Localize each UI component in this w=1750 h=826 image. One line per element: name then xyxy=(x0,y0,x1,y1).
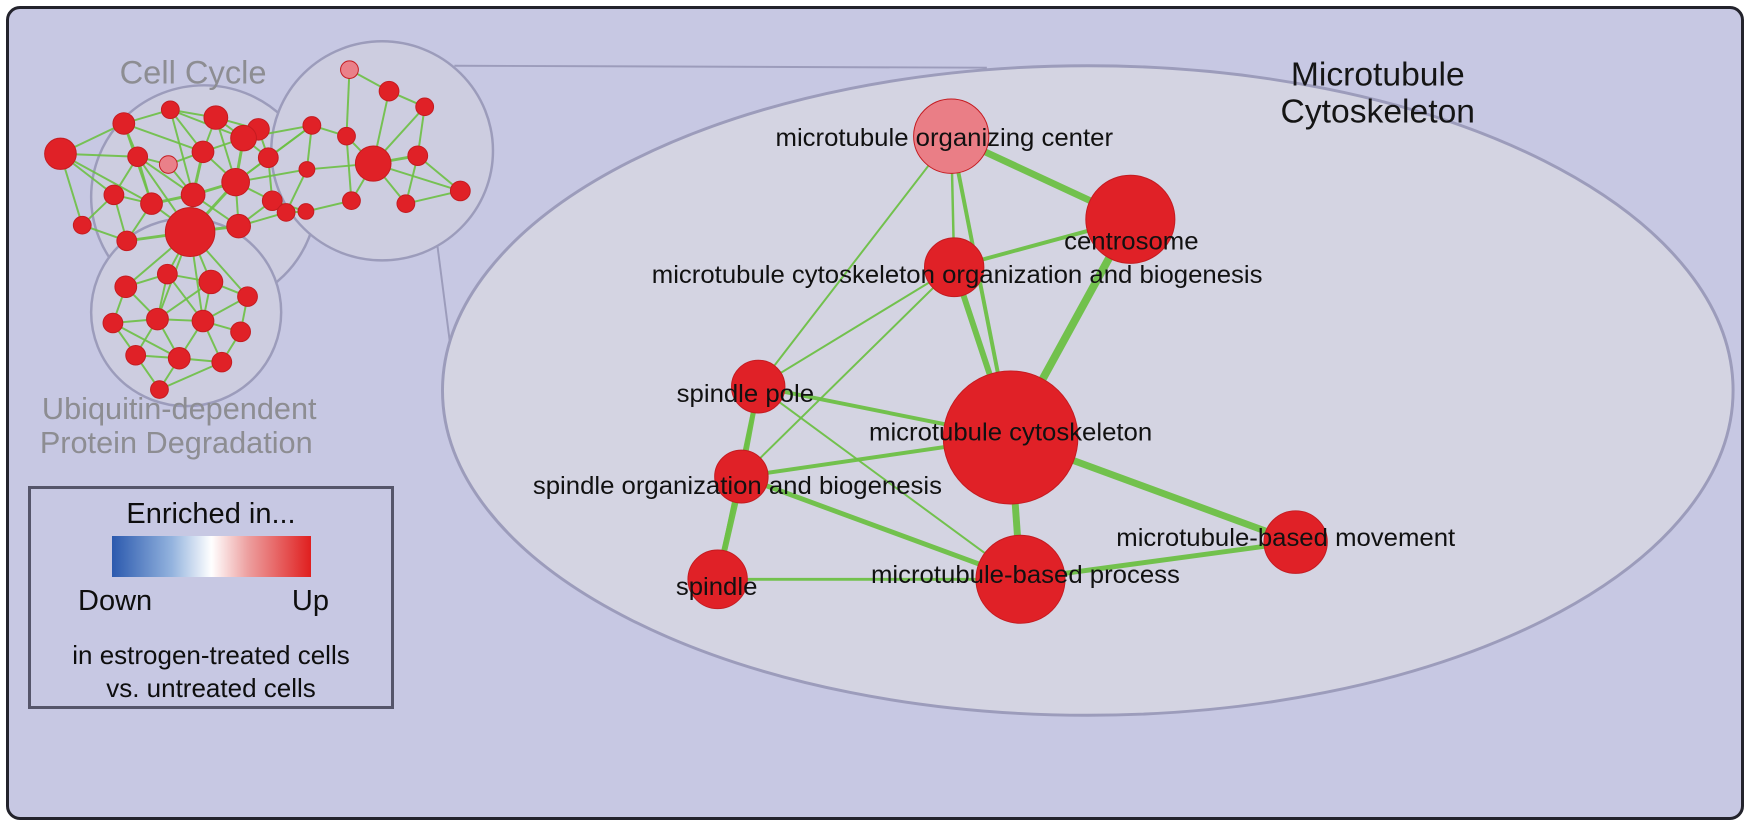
edge-spindle-organization-and-biogenesis--microtubule-based-process xyxy=(740,474,1022,582)
overview-edge xyxy=(112,322,180,360)
legend-caption: in estrogen-treated cells vs. untreated … xyxy=(31,639,391,705)
legend: Enriched in... Down Up in estrogen-treat… xyxy=(28,486,394,709)
node-label-microtubule-based-movement: microtubule-based movement xyxy=(1116,524,1455,552)
legend-caption-line2: vs. untreated cells xyxy=(106,673,316,703)
network-svg: microtubule organizing center centrosome m… xyxy=(40,40,1735,717)
edge-microtubule-cytoskeleton-organization-and-biogenesis--spindle-pole xyxy=(757,266,955,388)
legend-caption-line1: in estrogen-treated cells xyxy=(72,640,350,670)
legend-title: Enriched in... xyxy=(126,498,296,530)
node-label-microtubule-organizing-center: microtubule organizing center xyxy=(776,124,1114,152)
node-label-spindle-pole: spindle pole xyxy=(677,380,814,408)
node-label-centrosome: centrosome xyxy=(1064,228,1198,256)
overview-node xyxy=(180,182,206,208)
overview-node xyxy=(257,147,279,168)
overview-node xyxy=(203,105,229,130)
edge-microtubule-cytoskeleton-organization-and-biogenesis--spindle-organization-and-biogenesis xyxy=(740,266,955,478)
overview-node xyxy=(112,112,136,135)
overview-node xyxy=(337,126,356,146)
node-label-microtubule-based-process: microtubule-based process xyxy=(871,561,1180,589)
overview-edge xyxy=(123,122,204,153)
overview-node xyxy=(415,97,435,117)
overview-node xyxy=(230,321,251,343)
edge-microtubule-based-process--microtubule-based-movement xyxy=(1020,539,1296,582)
node-label-spindle: spindle xyxy=(676,573,758,601)
overview-node xyxy=(340,60,359,79)
zoom-ellipse xyxy=(441,64,1735,717)
legend-gradient-bar xyxy=(112,536,311,577)
overview-node xyxy=(298,161,316,178)
overview-node xyxy=(407,145,429,167)
overview-edge xyxy=(345,69,351,137)
overview-node xyxy=(102,312,124,334)
overview-node xyxy=(114,275,138,299)
ubiquitin-label-line1: Ubiquitin-dependent xyxy=(42,392,317,426)
node-microtubule-organizing-center xyxy=(913,98,990,174)
overview-node xyxy=(127,146,149,167)
overview-node xyxy=(140,192,163,215)
overview-edge xyxy=(345,136,353,201)
overview-node xyxy=(44,137,77,170)
overview-node xyxy=(378,80,400,102)
overview-node xyxy=(221,167,250,197)
overview-node xyxy=(211,351,233,373)
node-microtubule-based-process xyxy=(975,534,1066,624)
overview-node xyxy=(164,207,216,257)
overview-node xyxy=(72,215,92,235)
overview-node xyxy=(191,309,215,333)
overview-node xyxy=(261,190,283,211)
microtubule-title-line1: Microtubule xyxy=(1291,56,1465,93)
node-centrosome xyxy=(1085,174,1176,264)
node-spindle xyxy=(687,549,748,610)
node-spindle-pole xyxy=(730,359,786,414)
node-label-microtubule-cytoskeleton-organization-and-biogenesis: microtubule cytoskeleton organization an… xyxy=(652,261,1263,289)
overview-node xyxy=(237,286,258,307)
overview-edge xyxy=(59,152,152,205)
edge-microtubule-organizing-center--spindle-pole xyxy=(757,135,952,388)
overview-node xyxy=(158,155,178,174)
zoom-cone-line xyxy=(454,64,987,69)
overview-node xyxy=(342,191,361,211)
overview-node xyxy=(116,230,138,252)
node-spindle-organization-and-biogenesis xyxy=(714,449,769,504)
node-microtubule-cytoskeleton-organization-and-biogenesis xyxy=(923,237,985,298)
node-label-spindle-organization-and-biogenesis: spindle organization and biogenesis xyxy=(533,472,942,500)
overview-node xyxy=(160,100,180,120)
overview-node xyxy=(150,380,169,399)
overview-node xyxy=(125,345,147,366)
overview-node xyxy=(230,124,257,152)
overview-node xyxy=(146,307,169,331)
legend-down-label: Down xyxy=(78,585,153,617)
overview-node xyxy=(167,346,191,370)
edge-spindle-pole--microtubule-based-process xyxy=(757,385,1022,581)
node-label-microtubule-cytoskeleton: microtubule cytoskeleton xyxy=(869,419,1152,447)
overview-edge xyxy=(159,361,223,391)
overview-node xyxy=(191,140,215,164)
overview-edge xyxy=(169,109,195,196)
overview-node xyxy=(354,145,392,182)
overview-node xyxy=(276,203,296,222)
figure-frame: microtubule organizing center centrosome m… xyxy=(6,6,1744,820)
overview-node xyxy=(198,269,224,295)
overview-node xyxy=(103,184,125,206)
node-microtubule-based-movement xyxy=(1263,510,1328,574)
microtubule-title-line2: Cytoskeleton xyxy=(1281,94,1475,131)
overview-node xyxy=(156,263,178,285)
cell-cycle-label: Cell Cycle xyxy=(120,55,267,91)
node-microtubule-cytoskeleton xyxy=(942,370,1079,505)
overview-node xyxy=(449,180,471,202)
legend-scale: Down Up xyxy=(31,585,391,618)
overview-node xyxy=(297,203,315,220)
legend-up-label: Up xyxy=(291,585,329,617)
ubiquitin-label-line2: Protein Degradation xyxy=(40,426,313,460)
overview-node xyxy=(226,213,251,239)
overview-node xyxy=(302,116,322,135)
overview-node xyxy=(396,194,416,213)
